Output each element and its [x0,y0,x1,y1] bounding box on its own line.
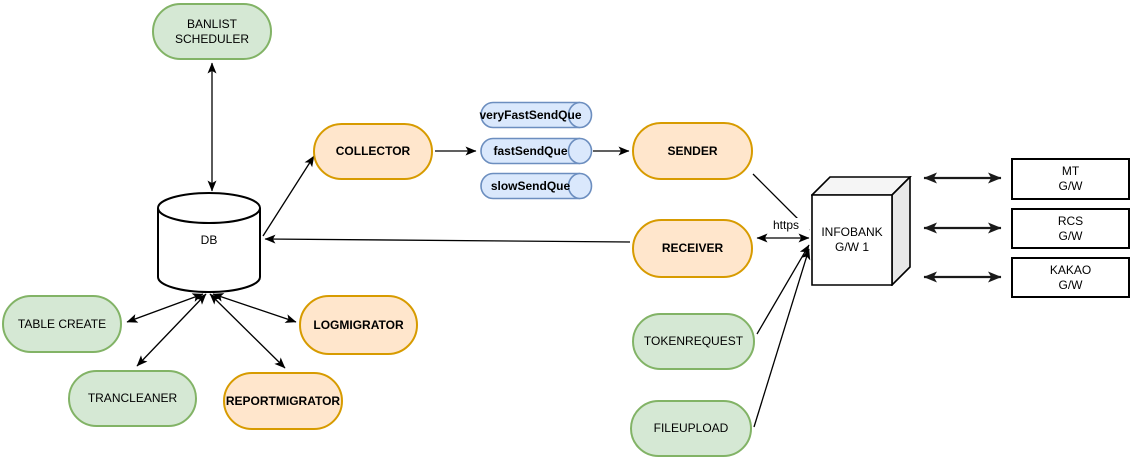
node-sender-label: SENDER [667,143,718,158]
node-sender: SENDER [632,122,753,180]
node-collector-label: COLLECTOR [335,144,411,158]
node-table-create-label: TABLE CREATE [17,316,107,331]
node-queue-slow-label: slowSendQue [490,178,571,193]
node-collector: COLLECTOR [313,123,433,180]
node-queue-veryfast-shape [480,101,593,129]
node-queue-veryfast-label: veryFastSendQue [479,107,582,122]
node-tokenrequest: TOKENREQUEST [632,313,755,370]
node-receiver-label: RECEIVER [661,241,724,255]
node-receiver: RECEIVER [632,219,753,278]
edge-db-trancleaner-arrow [136,293,207,367]
node-queue-fast-label: fastSendQue [493,143,568,158]
node-mt-gw: MT G/W [1011,158,1130,200]
node-logmigrator: LOGMIGRATOR [299,295,418,355]
node-rcs-gw-label: RCS G/W [1057,213,1084,243]
node-rcs-gw: RCS G/W [1011,208,1130,249]
node-db-label: DB [200,232,218,247]
node-db-cylinder [157,192,261,293]
node-banlist-scheduler-label: BANLIST SCHEDULER [174,16,249,46]
edge-db-logmigrator-arrow [212,293,297,323]
node-reportmigrator: REPORTMIGRATOR [223,372,343,430]
edge-db-tablecreate-arrow [126,293,204,323]
node-kakao-gw-label: KAKAO G/W [1049,262,1092,292]
node-kakao-gw: KAKAO G/W [1011,257,1130,298]
edge-db-reportmigrator-arrow [209,293,286,369]
node-reportmigrator-label: REPORTMIGRATOR [225,393,341,408]
node-table-create: TABLE CREATE [2,295,122,353]
node-trancleaner-label: TRANCLEANER [87,391,178,405]
node-infobank-cube [811,176,912,286]
node-mt-gw-label: MT G/W [1058,164,1083,193]
node-logmigrator-label: LOGMIGRATOR [313,317,404,332]
edge-fileupload-infobank-arrow [753,248,811,428]
node-queue-fast-shape [480,137,593,165]
node-fileupload: FILEUPLOAD [630,400,752,457]
edge-receiver-db-arrow [264,234,631,244]
edge-tokenrequest-infobank-arrow [756,244,810,335]
node-infobank-label: INFOBANK G/W 1 [821,225,883,254]
node-banlist-scheduler: BANLIST SCHEDULER [152,3,272,60]
node-trancleaner: TRANCLEANER [68,370,197,427]
node-fileupload-label: FILEUPLOAD [653,421,729,435]
node-tokenrequest-label: TOKENREQUEST [643,334,744,348]
edge-db-collector-arrow [262,155,315,237]
edge-label-https: https [763,218,809,232]
node-queue-slow-shape [480,172,593,200]
